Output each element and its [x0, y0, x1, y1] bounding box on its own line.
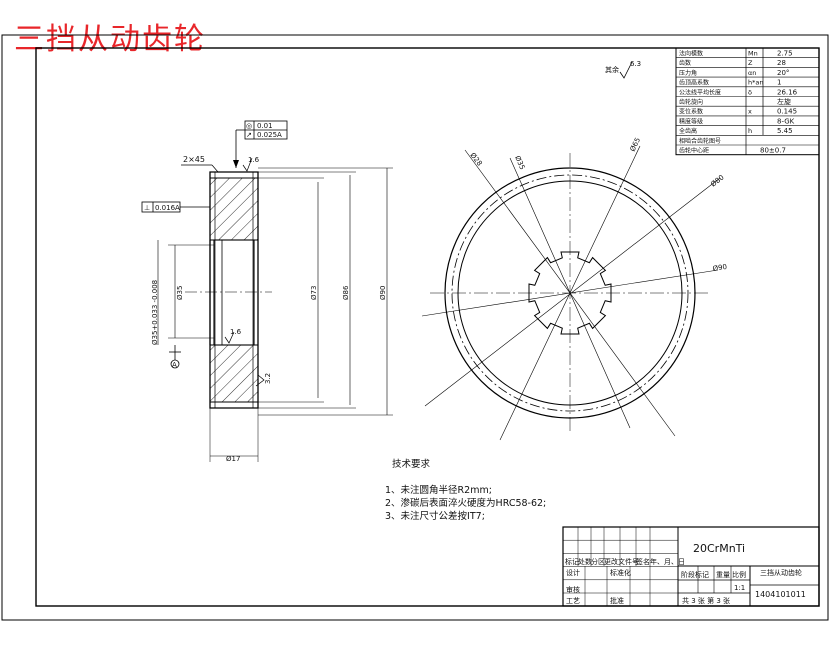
tol-symbol-1: ◎ [246, 122, 252, 130]
param-value: 8-GK [777, 117, 795, 125]
sheet-text: 共 3 张 第 3 张 [682, 596, 730, 605]
tol-left-value: 0.016A [155, 204, 180, 212]
inner-frame [35, 47, 820, 607]
tb-label-mark: 标记 [565, 557, 579, 566]
tb-label-zone: 分区 [591, 557, 605, 566]
tb-label-sign: 签名 [636, 557, 650, 566]
section-view: ◎ ↗ 0.01 0.025A ⊥ 0.016A 2×45 1.6 [141, 120, 393, 463]
tb-label-doc: 更改文件号 [604, 557, 639, 566]
width-dim: Ø17 [226, 455, 240, 463]
param-label: 压力角 [679, 69, 697, 77]
bore-dim: Ø35 [176, 286, 184, 300]
param-symbol: x [748, 108, 752, 116]
param-label: 公法线平均长度 [679, 88, 721, 96]
front-dim-c: Ø65 [629, 136, 643, 152]
param-value: 5.45 [777, 127, 793, 135]
chamfer-label: 2×45 [183, 155, 205, 164]
scale-text: 1:1 [734, 584, 745, 592]
front-dim-e: Ø90 [712, 263, 727, 273]
tol-value-2: 0.025A [257, 131, 282, 139]
param-label: 齿轮旋向 [679, 98, 703, 106]
tb-label-weight: 重量 [716, 571, 730, 579]
param-value: 28 [777, 59, 786, 67]
tol-symbol-2: ↗ [246, 131, 252, 139]
param-label: 齿轮中心距 [679, 147, 709, 155]
front-dim-a: Ø28 [468, 151, 483, 167]
front-dim-b: Ø35 [513, 155, 526, 171]
param-value: 26.16 [777, 88, 798, 96]
param-label: 齿顶高系数 [679, 79, 709, 87]
tb-label-date: 年、月、日 [650, 557, 685, 566]
param-symbol: Mn [748, 50, 758, 58]
param-value: 0.145 [777, 108, 797, 116]
tb-label-approve: 批准 [610, 596, 624, 605]
front-view: Ø28 Ø35 Ø65 Ø80 Ø90 [421, 136, 728, 441]
tech-req-item-3: 3、未注尺寸公差按IT7; [385, 510, 485, 522]
outer-frame [1, 34, 829, 621]
param-symbol: αn [748, 69, 756, 77]
param-label: 精度等级 [679, 117, 703, 125]
tb-label-process: 工艺 [566, 597, 580, 605]
roughness-top: 1.6 [248, 156, 260, 164]
tb-label-std: 标准化 [610, 568, 631, 577]
tech-req-title: 技术要求 [392, 458, 431, 470]
tol-left-symbol: ⊥ [144, 204, 150, 212]
params-table: 法向模数 Mn 2.75 齿数 Z 28 压力角 αn 20° 齿顶高系数 h*an 1 公法线平均长度… [675, 47, 820, 156]
roughness-face: 3.2 [264, 373, 272, 384]
param-label: 相啮合齿轮图号 [679, 137, 721, 145]
drawing-title: 三挡从动齿轮 [14, 22, 206, 57]
tb-label-scale: 比例 [732, 570, 746, 579]
param-value: 左旋 [777, 97, 791, 106]
param-value: 80±0.7 [760, 147, 786, 155]
param-symbol: h*an [748, 79, 763, 87]
roughness-bore: 1.6 [230, 328, 242, 336]
d73-dim: Ø73 [310, 286, 318, 300]
param-value: 2.75 [777, 50, 793, 58]
datum-label: A [172, 361, 177, 369]
param-label: 全齿高 [679, 127, 697, 135]
param-symbol: h [748, 127, 752, 135]
param-value: 1 [777, 79, 781, 87]
tb-label-design: 设计 [566, 568, 580, 577]
drawing-no-text: 1404101011 [755, 590, 806, 599]
general-roughness: 其余 6.3 [605, 60, 641, 79]
param-symbol: Z [748, 59, 753, 67]
tb-label-review: 审核 [566, 585, 580, 594]
param-value: 20° [777, 69, 789, 77]
tb-label-stage: 阶段标记 [681, 570, 709, 579]
tb-label-count: 处数 [578, 557, 592, 566]
param-label: 齿数 [679, 59, 691, 67]
part-name-text: 三挡从动齿轮 [760, 568, 802, 577]
tech-requirements: 技术要求 1、未注圆角半径R2mm; 2、渗碳后表面淬火硬度为HRC58-62;… [385, 458, 546, 522]
general-roughness-value: 6.3 [630, 60, 641, 68]
param-symbol: δ [748, 88, 752, 96]
material-text: 20CrMnTi [693, 542, 745, 555]
d90-dim: Ø90 [379, 286, 387, 300]
param-label: 法向模数 [679, 50, 703, 58]
general-roughness-note: 其余 [605, 65, 619, 74]
param-label: 变位系数 [679, 108, 703, 116]
tech-req-item-2: 2、渗碳后表面淬火硬度为HRC58-62; [385, 497, 546, 509]
tech-req-item-1: 1、未注圆角半径R2mm; [385, 484, 492, 496]
d86-dim: Ø86 [342, 285, 350, 300]
title-block: 20CrMnTi 三挡从动齿轮 1404101011 共 3 张 第 3 张 1… [562, 526, 820, 607]
tol-value-1: 0.01 [257, 122, 273, 130]
bore-tol-dim: Ø35+0.033 -0.008 [151, 280, 159, 345]
front-dim-d: Ø80 [709, 173, 725, 188]
